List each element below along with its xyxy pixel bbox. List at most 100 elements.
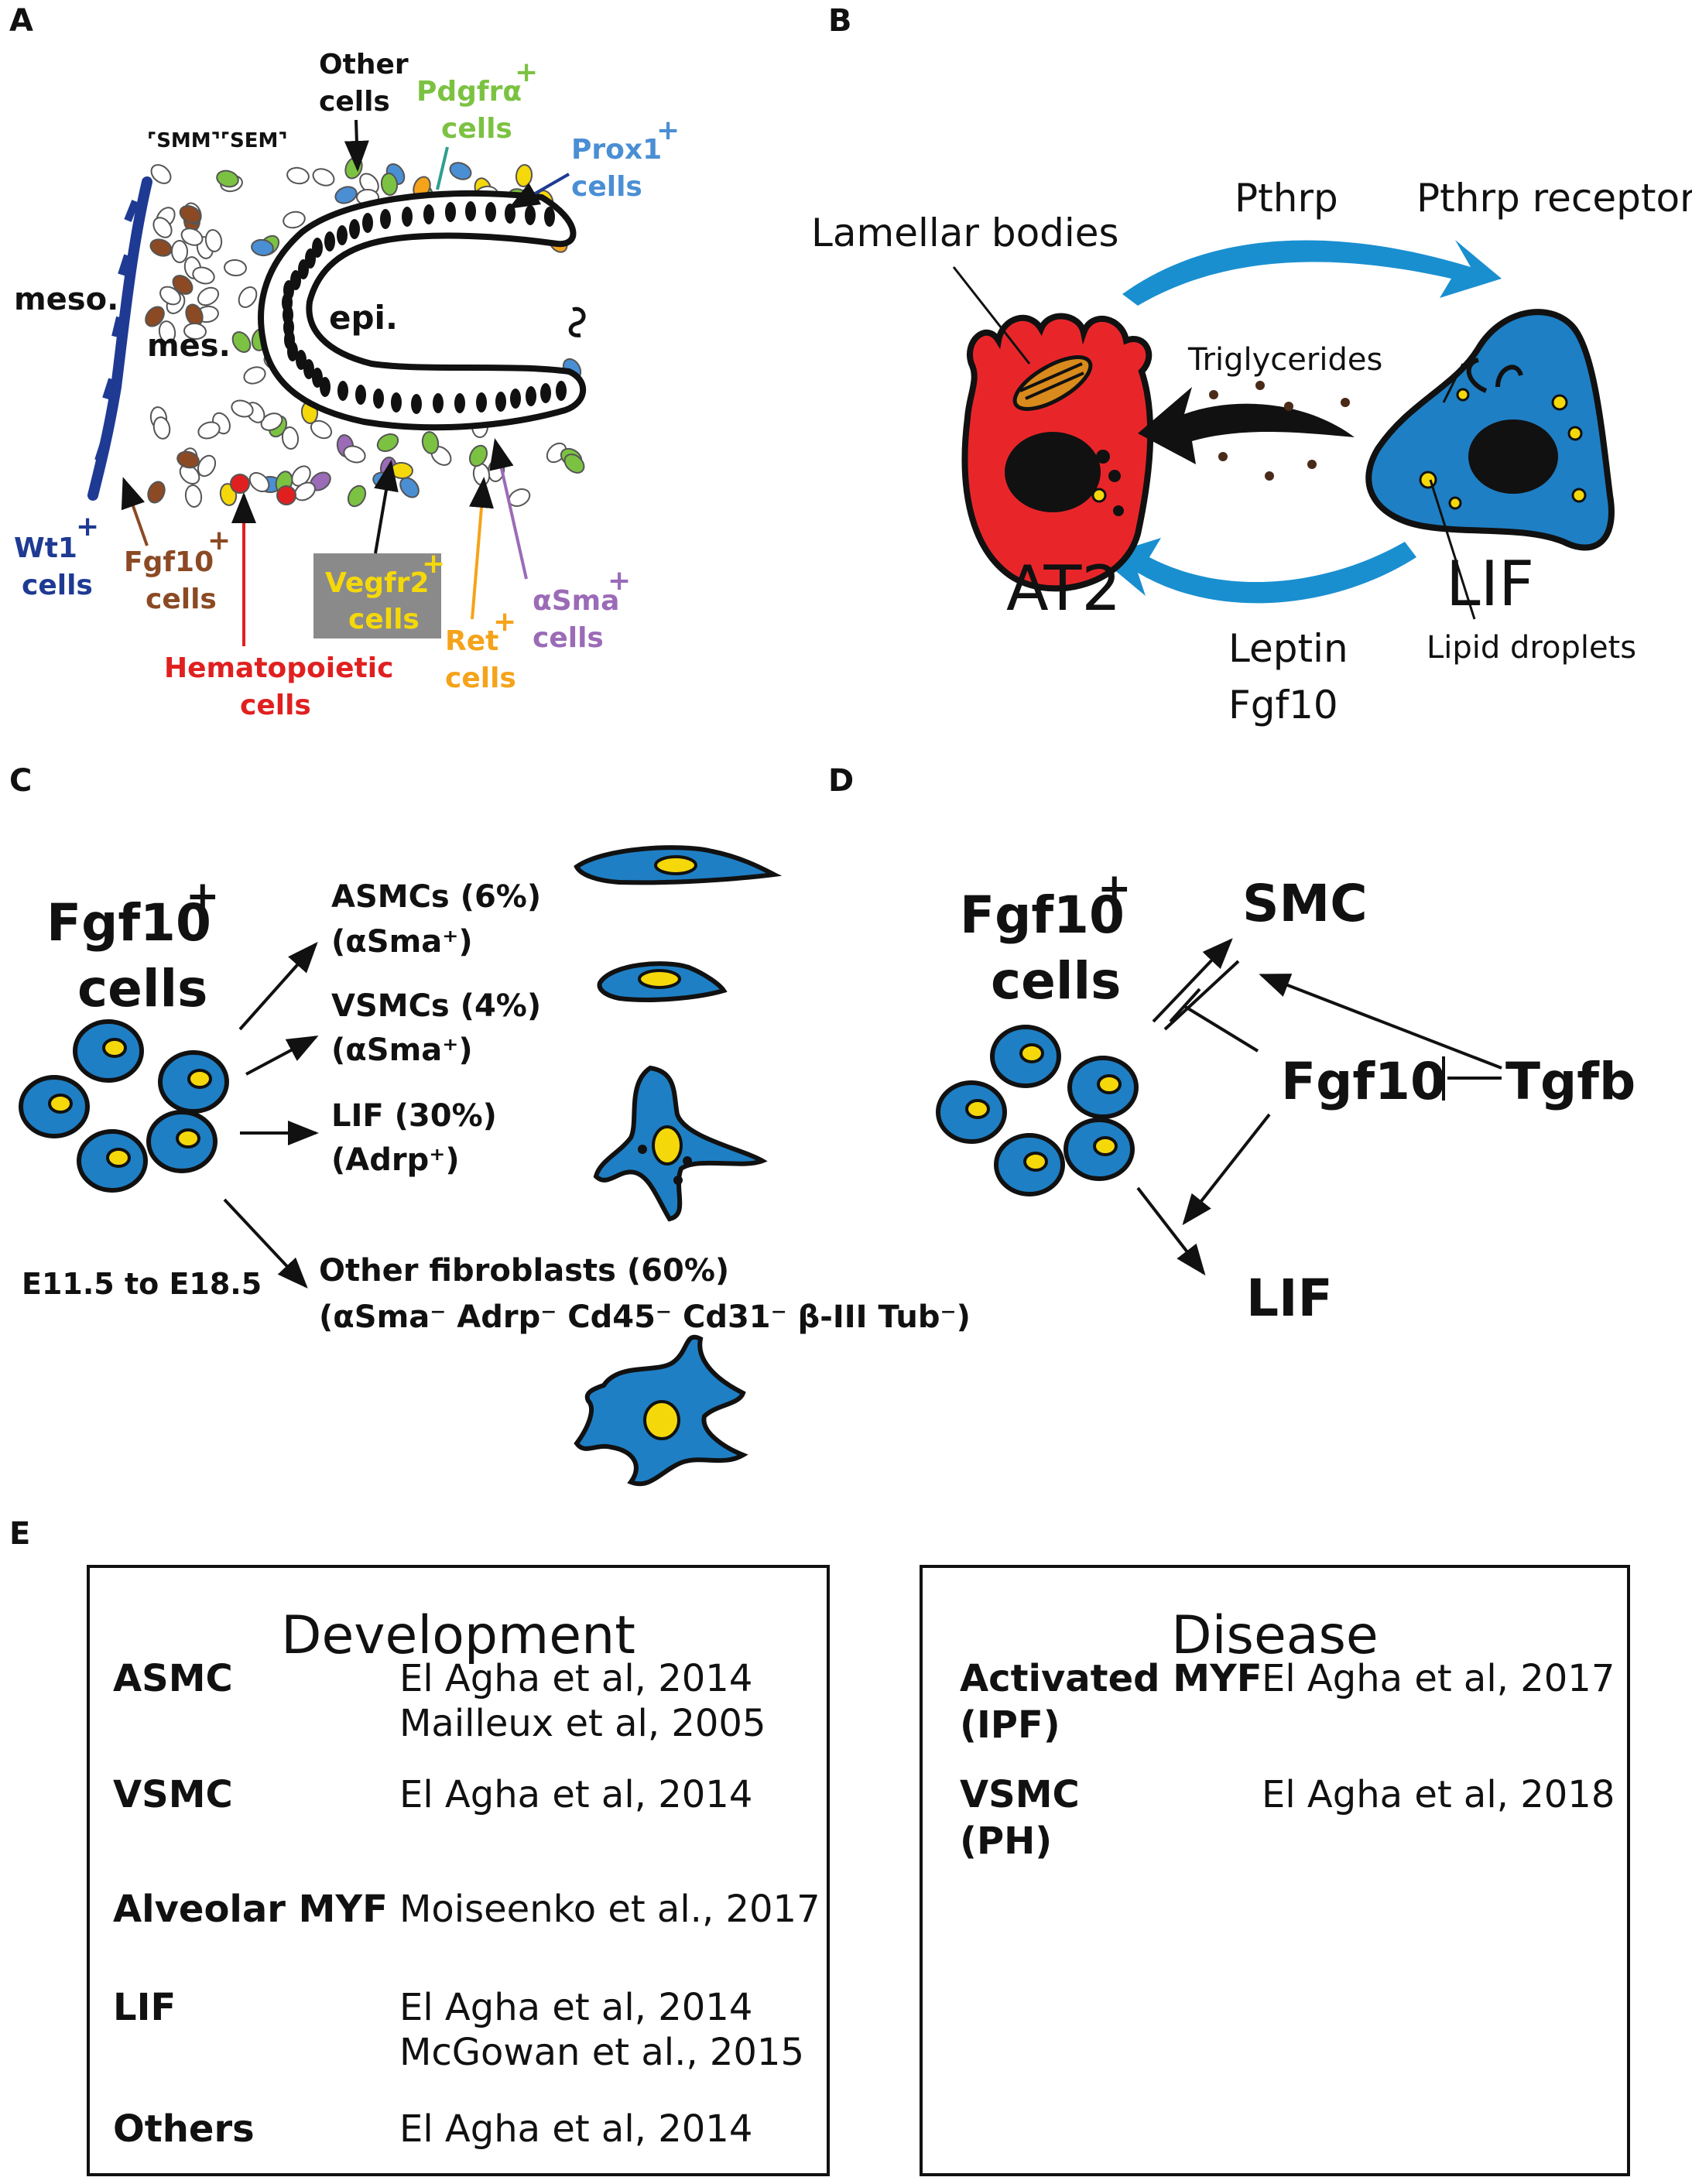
progenitor-nucleus — [187, 1069, 212, 1089]
panel-letter-b: B — [828, 3, 852, 39]
panel-d-regulation: Fgf10 + cells SMC Fgf10 Tgfb LIF — [936, 865, 1635, 1328]
label-smm-sem: ⌜SMM⌝⌜SEM⌝ — [147, 129, 288, 152]
progenitor-nucleus — [176, 1128, 200, 1148]
label-pdgfra-cells: cells — [441, 113, 512, 145]
panel-letter-c: C — [9, 763, 32, 799]
label-pdgfra-sup: + — [515, 56, 538, 88]
leptin-fgf10-arrow — [1099, 538, 1416, 604]
progenitor-nucleus — [1097, 1074, 1122, 1094]
pthrp-receptor-glyph — [1466, 358, 1523, 393]
label-fgf10-cells-title2: cells — [77, 959, 207, 1018]
development-row-reference: El Agha et al, 2014 — [399, 2107, 753, 2151]
label-lif-d: LIF — [1246, 1268, 1333, 1328]
label-fgf10-d: Fgf10 — [1281, 1052, 1446, 1111]
panel-a-lung-diagram: ⌜SMM⌝⌜SEM⌝ meso. mes. epi. Other cells P… — [14, 49, 680, 721]
label-other-fibroblasts-marker: (αSma⁻ Adrp⁻ Cd45⁻ Cd31⁻ β-III Tub⁻) — [319, 1299, 971, 1335]
label-fgf10-cells-title: Fgf10 — [46, 893, 211, 953]
label-lif: LIF — [1446, 548, 1534, 620]
label-fgf10: Fgf10 — [124, 546, 214, 578]
label-other-cells-2: cells — [319, 86, 390, 118]
label-fgf10-cells-title2-d: cells — [991, 951, 1121, 1011]
progenitor-nucleus — [1093, 1136, 1118, 1156]
label-hematopoietic-cells: cells — [240, 690, 311, 721]
panel-b-at2-lif-crosstalk: Pthrp Pthrp receptor Lamellar bodies Tri… — [811, 176, 1692, 727]
label-wt1: Wt1 — [14, 532, 77, 564]
label-epi: epi. — [329, 299, 398, 337]
development-row-label: Others — [113, 2107, 255, 2151]
development-row-reference: McGowan et al., 2015 — [399, 2031, 805, 2074]
label-vsmcs: VSMCs (4%) — [331, 988, 541, 1024]
label-other-cells-1: Other — [319, 49, 409, 80]
disease-row-label: Activated MYF — [960, 1657, 1262, 1700]
disease-row-reference: El Agha et al, 2017 — [1262, 1657, 1615, 1700]
label-asma-cells: cells — [533, 622, 604, 654]
development-heading: Development — [281, 1605, 635, 1666]
fgf10-progenitor-cells-d — [936, 1025, 1139, 1196]
development-row-reference: El Agha et al, 2014 — [399, 1773, 753, 1816]
progenitor-nucleus — [106, 1148, 131, 1168]
label-tgfb: Tgfb — [1505, 1052, 1635, 1111]
label-pdgfra: Pdgfrα — [416, 76, 522, 108]
label-fgf10-sup: + — [207, 525, 231, 556]
label-fgf10-cells-sup-d: + — [1098, 865, 1132, 912]
label-wt1-cells: cells — [22, 570, 93, 601]
disease-heading: Disease — [1171, 1605, 1379, 1666]
epithelium-outline — [258, 190, 587, 431]
progenitor-nucleus — [102, 1038, 127, 1058]
label-fgf10-b: Fgf10 — [1228, 683, 1338, 727]
label-lipid-droplets: Lipid droplets — [1427, 630, 1636, 666]
label-stage: E11.5 to E18.5 — [22, 1267, 262, 1301]
development-row-reference: El Agha et al, 2014 — [399, 1986, 753, 2029]
progenitor-nucleus — [1023, 1152, 1048, 1172]
label-asmcs-marker: (αSma⁺) — [331, 924, 473, 960]
label-ret: Ret — [445, 625, 498, 657]
lamellar-bodies — [1012, 355, 1093, 411]
label-ret-sup: + — [493, 606, 516, 638]
label-vegfr2-cells: cells — [348, 604, 420, 635]
label-other-fibroblasts: Other fibroblasts (60%) — [319, 1253, 729, 1289]
label-hematopoietic: Hematopoietic — [164, 652, 393, 684]
label-pthrp-receptor: Pthrp receptor — [1416, 176, 1692, 221]
label-lamellar-bodies: Lamellar bodies — [811, 211, 1119, 255]
vegfr2-label-box — [313, 553, 441, 638]
label-mes: mes. — [147, 328, 231, 364]
label-prox1-sup: + — [656, 115, 680, 146]
pthrp-arrow — [1122, 240, 1502, 306]
development-row-label: LIF — [113, 1986, 176, 2029]
label-vsmcs-marker: (αSma⁺) — [331, 1032, 473, 1068]
development-row-label: Alveolar MYF — [113, 1888, 388, 1931]
label-vegfr2-sup: + — [422, 548, 445, 580]
panel-letter-a: A — [9, 3, 33, 39]
development-row-reference: El Agha et al, 2014 — [399, 1657, 753, 1700]
panel-c-fgf10-lineage: Fgf10 + cells ASMCs (6%) (αSma⁺) VSMCs (… — [19, 845, 971, 1487]
label-wt1-sup: + — [76, 511, 99, 543]
label-smc: SMC — [1242, 874, 1368, 933]
disease-box: Disease Activated MYF(IPF) El Agha et al,… — [920, 1565, 1630, 2176]
label-prox1: Prox1 — [571, 134, 662, 166]
label-triglycerides: Triglycerides — [1187, 342, 1382, 378]
progenitor-nucleus — [48, 1094, 73, 1114]
label-asma-sup: + — [608, 565, 631, 597]
label-fgf10-cells: cells — [146, 584, 217, 615]
triglyceride-droplets — [1209, 381, 1350, 481]
label-ret-cells: cells — [445, 662, 516, 694]
disease-row-label: (IPF) — [960, 1703, 1060, 1747]
label-fgf10-cells-sup: + — [186, 873, 220, 919]
label-pthrp: Pthrp — [1235, 176, 1338, 221]
panel-letter-d: D — [828, 763, 854, 799]
label-asmcs: ASMCs (6%) — [331, 879, 541, 915]
development-row-label: VSMC — [113, 1773, 233, 1816]
development-row-label: ASMC — [113, 1657, 233, 1700]
epithelial-nuclei — [282, 201, 567, 414]
panel-letter-e: E — [9, 1516, 30, 1552]
progenitor-nucleus — [965, 1099, 990, 1119]
label-lif-c: LIF (30%) — [331, 1098, 497, 1134]
disease-row-reference: El Agha et al, 2018 — [1262, 1773, 1615, 1816]
label-meso: meso. — [14, 282, 118, 317]
label-asma: αSma — [533, 585, 619, 617]
lipid-droplets — [1419, 388, 1587, 510]
label-lif-marker: (Adrp⁺) — [331, 1142, 460, 1178]
label-leptin: Leptin — [1228, 626, 1348, 671]
